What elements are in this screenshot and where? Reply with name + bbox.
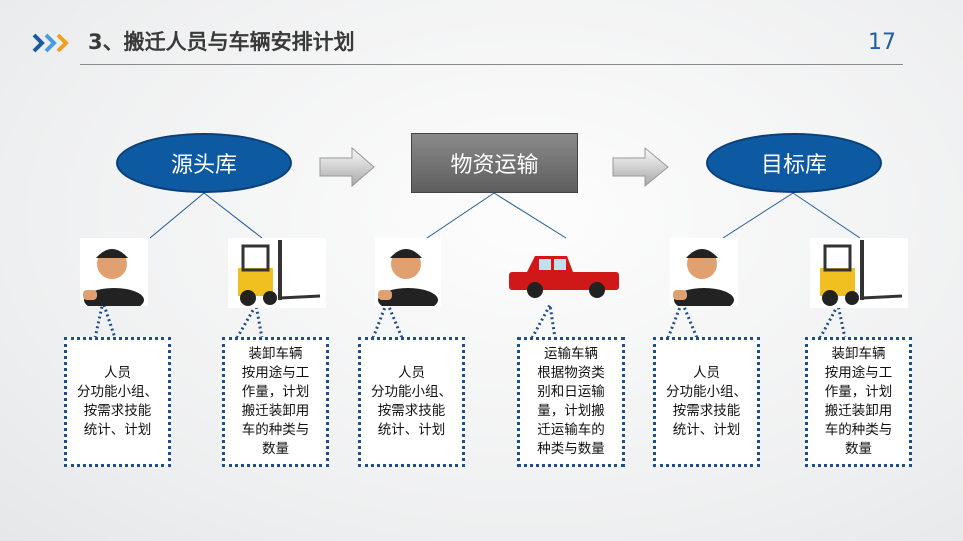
worker-icon — [670, 238, 738, 306]
page-title: 3、搬迁人员与车辆安排计划 — [88, 30, 355, 54]
note-line: 装卸车辆 — [831, 346, 886, 362]
note-line: 作量，计划 — [241, 384, 310, 400]
note-line: 统计、计划 — [672, 422, 741, 438]
target-warehouse-node: 目标库 — [706, 133, 882, 193]
note-line: 分功能小组、 — [371, 384, 452, 400]
note-line: 人员 — [104, 365, 131, 381]
note-line: 种类与数量 — [537, 441, 605, 457]
chevron-bullet-icon — [32, 33, 69, 53]
note-line: 搬迁装卸用 — [241, 403, 310, 419]
note-line: 按用途与工 — [824, 365, 893, 381]
note-target-loading-vehicles: 装卸车辆按用途与工作量，计划搬迁装卸用车的种类与数量 — [805, 337, 912, 467]
note-transport-vehicles: 运输车辆根据物资类别和日运输量，计划搬迁运输车的种类与数量 — [517, 337, 625, 467]
note-line: 数量 — [845, 441, 872, 457]
worker-icon — [375, 238, 441, 306]
note-line: 按需求技能 — [83, 403, 152, 419]
note-line: 别和日运输 — [537, 384, 605, 400]
worker-icon — [80, 238, 148, 306]
page-number: 17 — [868, 30, 896, 55]
note-line: 搬迁装卸用 — [824, 403, 893, 419]
note-line: 车的种类与 — [824, 422, 893, 438]
note-line: 根据物资类 — [537, 365, 605, 381]
note-line: 分功能小组、 — [666, 384, 747, 400]
note-line: 按需求技能 — [672, 403, 741, 419]
title-divider — [80, 64, 903, 65]
arrow-right-icon — [612, 146, 669, 188]
note-source-personnel: 人员分功能小组、按需求技能统计、计划 — [64, 337, 171, 467]
arrow-right-icon — [319, 146, 375, 188]
note-line: 人员 — [398, 365, 425, 381]
note-line: 按需求技能 — [377, 403, 446, 419]
forklift-icon — [228, 238, 326, 308]
note-transport-personnel: 人员分功能小组、按需求技能统计、计划 — [358, 337, 465, 467]
note-line: 统计、计划 — [83, 422, 152, 438]
note-line: 迁运输车的 — [537, 422, 605, 438]
pickup-truck-icon — [509, 256, 619, 298]
note-line: 作量，计划 — [824, 384, 893, 400]
note-line: 人员 — [693, 365, 720, 381]
note-line: 数量 — [262, 441, 289, 457]
transport-node: 物资运输 — [411, 133, 578, 193]
note-line: 按用途与工 — [241, 365, 310, 381]
note-line: 分功能小组、 — [77, 384, 158, 400]
note-source-loading-vehicles: 装卸车辆按用途与工作量，计划搬迁装卸用车的种类与数量 — [222, 337, 329, 467]
source-warehouse-node: 源头库 — [116, 133, 292, 193]
note-line: 量，计划搬 — [537, 403, 605, 419]
forklift-icon — [810, 238, 908, 308]
note-line: 统计、计划 — [377, 422, 446, 438]
note-line: 车的种类与 — [241, 422, 310, 438]
note-target-personnel: 人员分功能小组、按需求技能统计、计划 — [653, 337, 760, 467]
note-line: 装卸车辆 — [248, 346, 303, 362]
note-line: 运输车辆 — [544, 346, 598, 362]
